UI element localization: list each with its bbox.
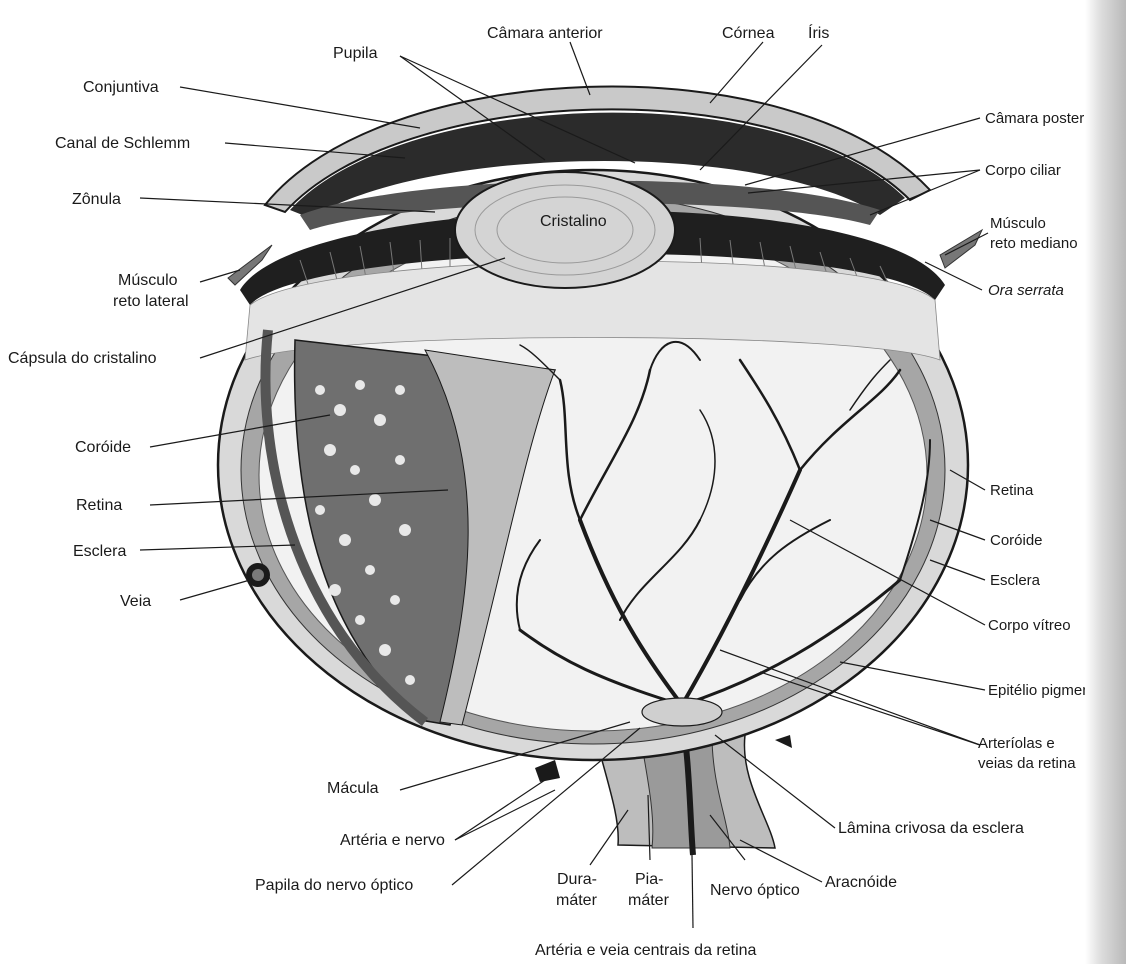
label-coroide-right: Coróide xyxy=(990,532,1043,549)
label-musculo-reto-lateral-1: Músculo xyxy=(118,272,178,289)
artery-nerve-bundle xyxy=(535,760,560,782)
label-musculo-reto-mediano-1: Músculo xyxy=(990,215,1046,232)
label-musculo-reto-lateral-2: reto lateral xyxy=(113,293,189,310)
optic-disc xyxy=(642,698,722,726)
label-dura-1: Dura- xyxy=(557,871,597,888)
label-capsula-cristalino: Cápsula do cristalino xyxy=(8,350,157,367)
label-dura-2: máter xyxy=(556,892,598,909)
medial-rectus-stub xyxy=(940,230,982,268)
label-aracnoide: Aracnóide xyxy=(825,874,897,891)
small-vessel-right xyxy=(775,735,792,748)
label-iris: Íris xyxy=(808,23,829,42)
lens-cristalino xyxy=(455,172,675,288)
label-camara-anterior: Câmara anterior xyxy=(487,25,603,42)
label-arteriolas-1: Arteríolas e xyxy=(978,735,1055,752)
label-esclera-left: Esclera xyxy=(73,543,126,560)
label-conjuntiva: Conjuntiva xyxy=(83,79,159,96)
label-zonula: Zônula xyxy=(72,191,121,208)
eye-anatomy xyxy=(218,86,982,855)
label-camara-posterior: Câmara posterior xyxy=(985,110,1085,127)
label-arteria-nervo: Artéria e nervo xyxy=(340,832,445,849)
label-retina-left: Retina xyxy=(76,497,122,514)
page-edge-shadow xyxy=(1085,0,1126,964)
label-cornea: Córnea xyxy=(722,25,775,42)
label-papila: Papila do nervo óptico xyxy=(255,877,413,894)
label-lamina-crivosa: Lâmina crivosa da esclera xyxy=(838,820,1024,837)
vein-dot-inner xyxy=(252,569,264,581)
eye-cross-section-figure: Pupila Câmara anterior Córnea Íris Conju… xyxy=(0,0,1085,964)
label-ora-serrata: Ora serrata xyxy=(988,282,1064,299)
label-corpo-vitreo: Corpo vítreo xyxy=(988,617,1071,634)
label-coroide-left: Coróide xyxy=(75,439,131,456)
label-retina-right: Retina xyxy=(990,482,1034,499)
label-pia-2: máter xyxy=(628,892,670,909)
label-macula: Mácula xyxy=(327,780,379,797)
label-canal-schlemm: Canal de Schlemm xyxy=(55,135,190,152)
label-epitelio-pigmentar: Epitélio pigmentar xyxy=(988,682,1085,699)
label-nervo-optico: Nervo óptico xyxy=(710,882,800,899)
label-arteriolas-2: veias da retina xyxy=(978,755,1076,772)
label-esclera-right: Esclera xyxy=(990,572,1041,589)
label-cristalino: Cristalino xyxy=(540,213,607,230)
label-pupila: Pupila xyxy=(333,45,378,62)
label-pia-1: Pia- xyxy=(635,871,663,888)
label-arteria-veia-centrais: Artéria e veia centrais da retina xyxy=(535,942,757,959)
label-musculo-reto-mediano-2: reto mediano xyxy=(990,235,1078,252)
label-veia: Veia xyxy=(120,593,151,610)
label-corpo-ciliar: Corpo ciliar xyxy=(985,162,1061,179)
